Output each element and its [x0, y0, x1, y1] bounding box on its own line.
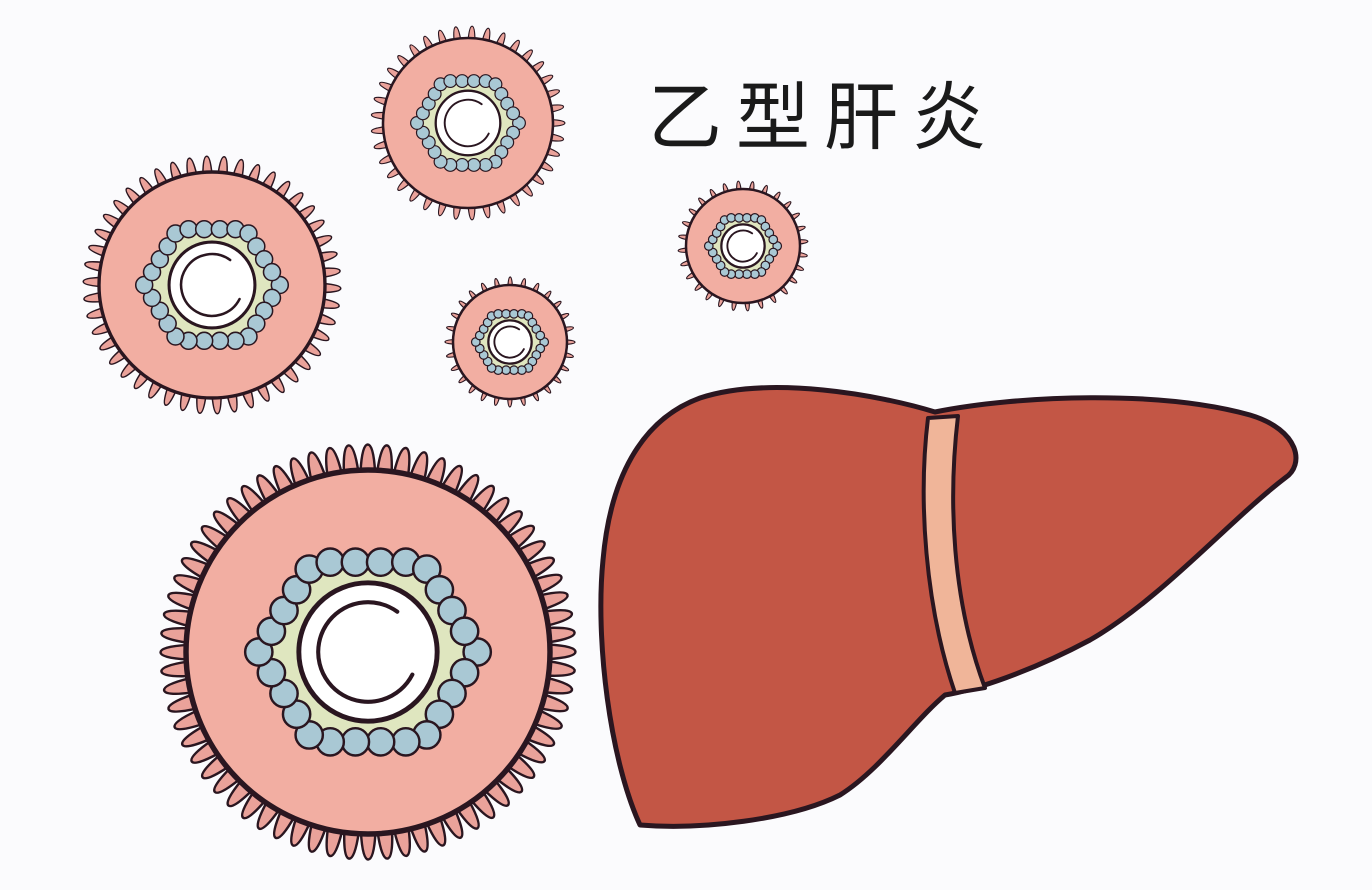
virus-spike [467, 25, 476, 41]
liver-ligament [921, 414, 987, 695]
virus-bead [455, 74, 470, 89]
virus-bead [449, 616, 480, 647]
virus-bead [340, 547, 371, 578]
virus-spike [550, 118, 566, 128]
virus-spike [325, 826, 344, 858]
virus-particle-icon [82, 155, 342, 415]
virus-spike [392, 446, 411, 478]
virus-bead [535, 330, 546, 341]
virus-bead [749, 269, 760, 280]
virus-bead [365, 726, 396, 757]
virus-spike [342, 829, 361, 860]
virus-bead [226, 331, 245, 351]
virus-spike [545, 659, 576, 678]
virus-bead [443, 74, 458, 89]
virus-particle-icon [370, 25, 566, 221]
virus-bead [516, 365, 527, 376]
virus-spike [467, 205, 476, 221]
virus-spike [159, 643, 190, 661]
virus-spike [82, 276, 102, 288]
virus-spike [542, 676, 574, 695]
virus-bead [455, 157, 470, 172]
virus-bead [768, 234, 779, 245]
virus-spike [196, 394, 207, 414]
virus-dna-arc [443, 98, 490, 148]
virus-particle-icon [159, 443, 577, 861]
virus-bead [506, 106, 521, 121]
page-title: 乙型肝炎 [648, 75, 1000, 161]
virus-bead [466, 74, 481, 89]
virus-spike [202, 155, 213, 176]
virus-bead [315, 547, 346, 578]
virus-bead [194, 219, 214, 239]
virus-bead [509, 365, 519, 376]
virus-spike [160, 626, 191, 645]
virus-spike [162, 609, 194, 628]
virus-spike [320, 267, 341, 279]
virus-bead [466, 157, 481, 172]
virus-bead [210, 219, 230, 239]
virus-bead [478, 157, 493, 172]
virus-spike [359, 830, 377, 861]
virus-dna-arc [316, 600, 415, 704]
virus-spike [376, 829, 394, 860]
virus-spike [542, 608, 574, 628]
virus-bead [340, 726, 371, 757]
virus-bead [194, 331, 214, 351]
virus-bead [390, 726, 421, 757]
virus-spike [359, 443, 377, 474]
virus-spike [322, 282, 342, 294]
virus-bead [734, 269, 744, 280]
virus-bead [726, 212, 737, 223]
virus-spike [546, 643, 577, 661]
virus-bead [742, 212, 752, 223]
virus-spike [342, 444, 360, 475]
virus-bead [501, 365, 511, 376]
virus-particle-icon [444, 276, 576, 408]
virus-bead [262, 262, 282, 282]
virus-spike [392, 826, 412, 858]
virus-bead [493, 308, 504, 319]
liver-icon [598, 385, 1299, 829]
virus-spike [545, 626, 576, 644]
virus-dna-arc [493, 325, 525, 359]
virus-spike [83, 291, 104, 303]
virus-spike [375, 444, 394, 475]
virus-dna-arc [179, 252, 241, 318]
virus-spike [217, 156, 228, 176]
virus-bead [365, 547, 396, 578]
virus-bead [210, 331, 230, 351]
virus-bead [501, 308, 511, 319]
virus-particle-icon [677, 180, 809, 312]
virus-bead [509, 308, 519, 319]
virus-spike [324, 446, 344, 478]
virus-group [82, 25, 809, 861]
virus-bead [742, 269, 752, 280]
virus-spike [160, 660, 191, 678]
virus-spike [211, 394, 222, 415]
virus-spike [162, 676, 194, 696]
virus-dna-arc [726, 229, 758, 263]
virus-bead [734, 212, 744, 223]
virus-bead [179, 219, 198, 239]
